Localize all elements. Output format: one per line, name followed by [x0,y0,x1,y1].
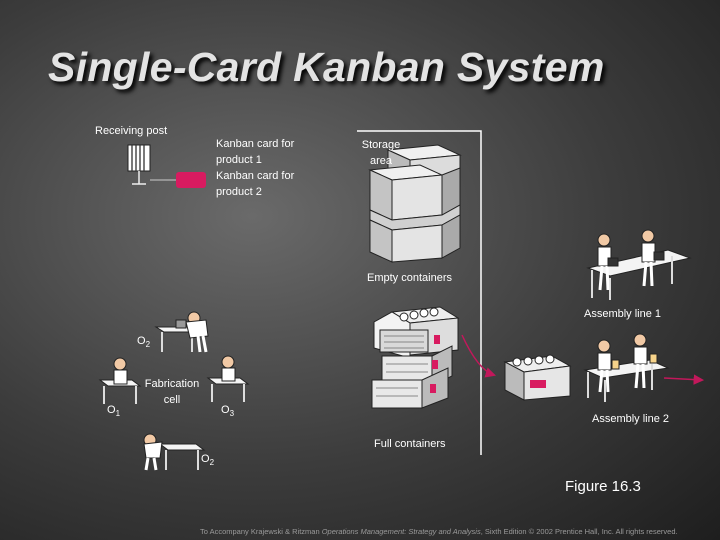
operator-o2-top-label: O2 [137,335,151,350]
assembly-line-1-icon [586,229,692,300]
operator-o3-icon [206,355,250,402]
assembly-line-2-icon [583,333,670,402]
fabrication-cell-label: Fabrication cell [144,378,200,406]
operator-o2-bottom-icon [143,433,206,471]
receiving-post-label: Receiving post [95,125,168,137]
copyright-footer: To Accompany Krajewski & Ritzman Operati… [200,527,678,536]
kanban-card-1-label: Kanban card for product 1 [216,138,295,166]
flow-arrow-to-delivery [461,334,497,378]
storage-area-label: Storage area [361,139,401,167]
full-containers-label: Full containers [374,438,446,450]
assembly-line-1-label: Assembly line 1 [584,308,662,320]
receiving-post-icon [127,144,151,185]
flow-arrow-line-2 [663,374,705,385]
delivered-container-icon [503,354,572,401]
operator-o2-bottom-label: O2 [201,453,215,468]
operator-o1-label: O1 [107,404,121,419]
operator-o3-label: O3 [221,404,235,419]
assembly-line-2-label: Assembly line 2 [592,413,670,425]
full-containers-icon [371,306,460,409]
empty-containers-icon [368,144,462,263]
empty-containers-label: Empty containers [367,272,452,284]
operator-o2-top-icon [154,311,209,353]
kanban-card-2-label: Kanban card for product 2 [216,170,295,198]
figure-label: Figure 16.3 [565,478,641,495]
operator-o1-icon [98,357,142,404]
kanban-card-icon [176,172,206,188]
storage-area-boundary [357,130,482,455]
slide-title: Single-Card Kanban System [48,44,605,90]
